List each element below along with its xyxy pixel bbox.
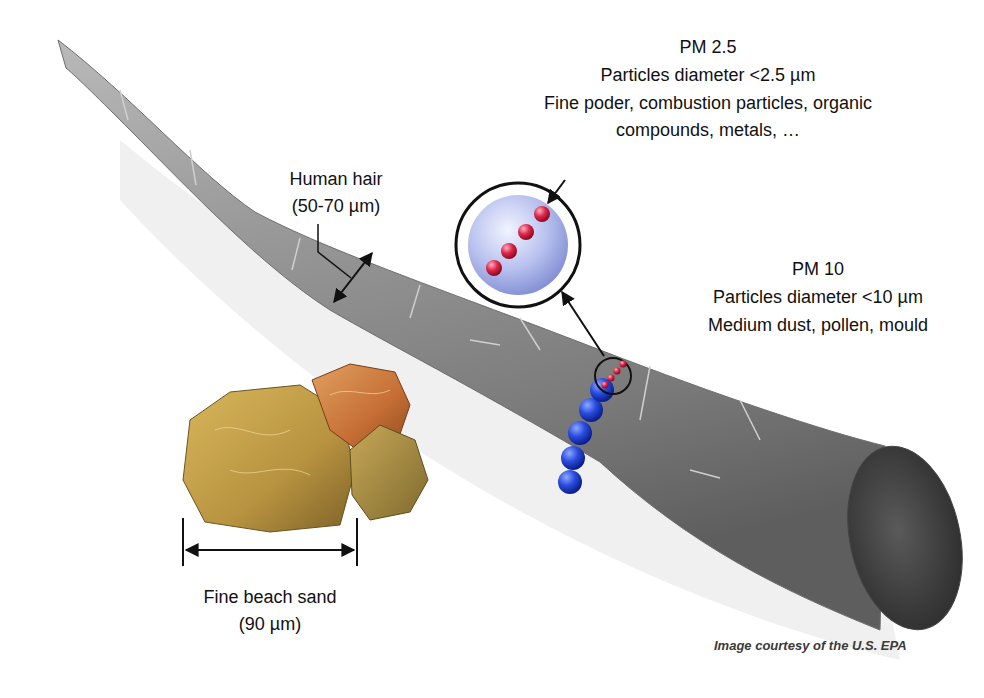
zoom-arrow	[562, 292, 604, 356]
pm25-particles	[602, 361, 627, 389]
leader-line	[318, 224, 351, 278]
magnifier-ring	[456, 183, 580, 307]
pm10-particles	[558, 378, 614, 494]
pm10-heading: PM 10	[668, 256, 968, 283]
pm25-heading: PM 2.5	[528, 34, 888, 61]
particle-examples: Medium dust, pollen, mould	[668, 312, 968, 339]
hair-width-arrow	[334, 253, 372, 302]
sand-label: Fine beach sand	[160, 584, 380, 611]
hair-label: Human hair	[236, 166, 436, 193]
sand-size: (90 µm)	[160, 611, 380, 638]
hair-cross-section	[832, 436, 978, 641]
sand-texture	[215, 390, 390, 475]
sand-dimension	[183, 518, 357, 566]
image-credit: Image courtesy of the U.S. EPA	[714, 638, 907, 654]
pm10-particle-magnified	[468, 195, 568, 295]
sand-grain	[350, 425, 428, 520]
particle-size: Particles diameter <2.5 µm	[528, 62, 888, 89]
particle-size: Particles diameter <10 µm	[668, 284, 968, 311]
magnifier-ring	[595, 358, 631, 394]
hair-size: (50-70 µm)	[236, 193, 436, 220]
pm25-particles-magnified	[486, 206, 550, 276]
pointer-arrow	[548, 180, 565, 203]
particle-examples: Fine poder, combustion particles, organi…	[538, 90, 878, 144]
